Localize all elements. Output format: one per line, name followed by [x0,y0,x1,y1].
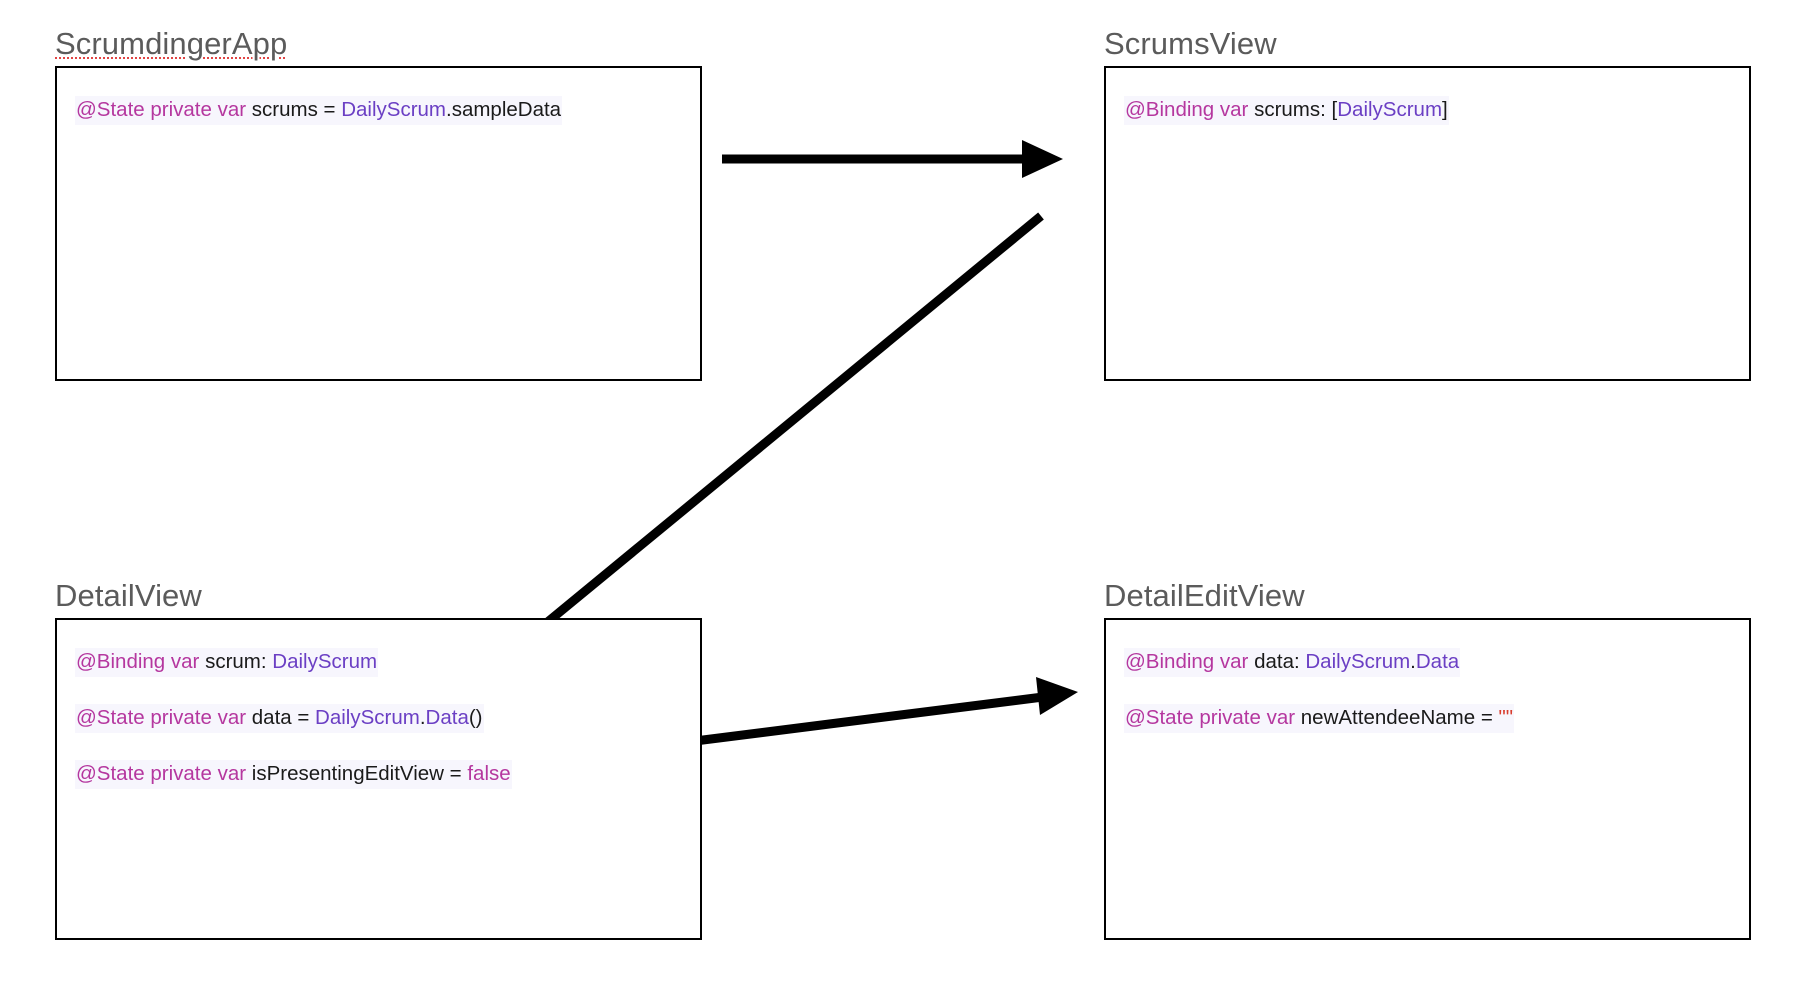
code-token: @State private var [76,98,252,121]
code-token: DailyScrum [341,98,446,121]
node-box-scrums-view: @Binding var scrums: [DailyScrum] [1104,66,1751,381]
code-line: @State private var data = DailyScrum.Dat… [75,704,484,733]
code-line: @State private var scrums = DailyScrum.s… [75,96,563,125]
code-token: isPresentingEditView = [251,762,468,785]
node-detail-view: DetailView @Binding var scrum: DailyScru… [55,578,702,940]
code-token: data: [1254,650,1306,673]
code-token: . [419,706,426,729]
node-title-scrumdinger-app: ScrumdingerApp [55,26,288,61]
code-token: scrums: [ [1254,98,1338,121]
node-box-detail-edit-view: @Binding var data: DailyScrum.Data @Stat… [1104,618,1751,940]
code-token: @Binding var [1125,650,1255,673]
code-token: DailyScrum [315,706,420,729]
node-detail-edit-view: DetailEditView @Binding var data: DailyS… [1104,578,1751,940]
code-token: false [467,762,511,785]
code-line: @Binding var scrum: DailyScrum [75,648,379,677]
node-title-detail-edit-view: DetailEditView [1104,578,1305,613]
code-token: @State private var [76,706,252,729]
arrow-app-to-scrumsview [722,140,1063,178]
node-box-scrumdinger-app: @State private var scrums = DailyScrum.s… [55,66,702,381]
code-line: @State private var newAttendeeName = "" [1124,704,1515,733]
code-line: @State private var isPresentingEditView … [75,760,512,789]
code-token: newAttendeeName = [1300,706,1499,729]
code-token: @Binding var [1125,98,1255,121]
code-token: () [468,706,483,729]
code-token: .sampleData [446,98,562,121]
node-title-detail-view: DetailView [55,578,202,613]
node-box-detail-view: @Binding var scrum: DailyScrum @State pr… [55,618,702,940]
code-line: @Binding var data: DailyScrum.Data [1124,648,1461,677]
node-scrums-view: ScrumsView @Binding var scrums: [DailySc… [1104,26,1751,381]
node-scrumdinger-app: ScrumdingerApp @State private var scrums… [55,26,702,381]
code-token: scrum: [205,650,273,673]
code-token: @Binding var [76,650,206,673]
code-token: DailyScrum [1337,98,1443,121]
code-token: ] [1442,98,1448,121]
code-token: Data [425,706,469,729]
code-token: data = [251,706,316,729]
code-token: Data [1415,650,1460,673]
code-token: DailyScrum [272,650,378,673]
code-token: "" [1498,706,1514,729]
code-token: @State private var [76,762,252,785]
code-token: scrums = [251,98,342,121]
code-line: @Binding var scrums: [DailyScrum] [1124,96,1449,125]
node-title-scrums-view: ScrumsView [1104,26,1277,61]
code-token: DailyScrum [1305,650,1411,673]
code-token: . [1410,650,1416,673]
code-token: @State private var [1125,706,1301,729]
